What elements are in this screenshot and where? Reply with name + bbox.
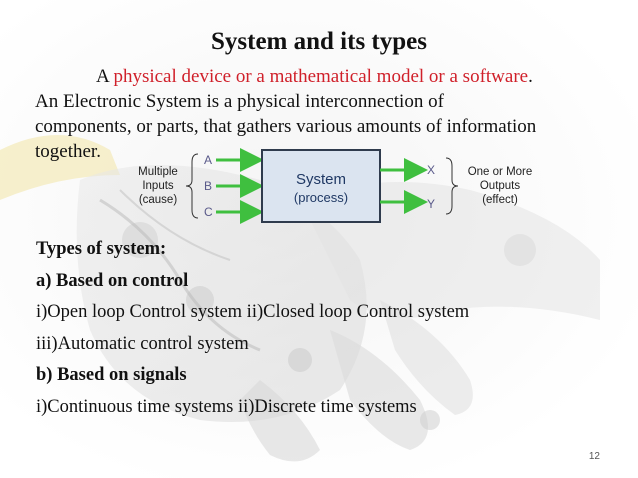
intro-paragraph: A physical device or a mathematical mode…	[35, 64, 615, 164]
types-heading: Types of system:	[36, 239, 167, 259]
signals-heading: b) Based on signals	[36, 365, 187, 385]
system-box-title: System	[296, 171, 346, 188]
inputs-label-line-2: Inputs	[142, 180, 174, 192]
inputs-label-line-3: (cause)	[139, 194, 178, 206]
control-heading: a) Based on control	[36, 270, 189, 291]
intro-highlight: physical device or a mathematical model …	[113, 66, 529, 87]
slide-title: System and its types	[211, 28, 427, 55]
control-line-2: iii)Automatic control system	[36, 333, 249, 354]
control-line-1: i)Open loop Control system ii)Closed loo…	[36, 302, 470, 322]
intro-line-2: An Electronic System is a physical inter…	[35, 91, 444, 112]
page-number: 12	[588, 451, 600, 462]
system-box-subtitle: (process)	[294, 190, 348, 205]
intro-line-4: together.	[35, 141, 101, 162]
outputs-label-line-2: Outputs	[480, 180, 521, 192]
intro-line-1: A physical device or a mathematical mode…	[35, 64, 615, 89]
inputs-label-line-1: Multiple	[138, 166, 178, 178]
system-box	[261, 149, 381, 223]
signals-line-1: i)Continuous time systems ii)Discrete ti…	[36, 396, 417, 417]
input-letter-b: B	[204, 179, 212, 193]
outputs-label-line-3: (effect)	[482, 194, 518, 206]
intro-line-3: components, or parts, that gathers vario…	[35, 116, 537, 137]
intro-prefix: A	[96, 66, 114, 87]
outputs-brace	[445, 157, 459, 215]
input-letter-c: C	[204, 205, 213, 219]
intro-suffix: .	[528, 66, 533, 87]
input-letter-a: A	[204, 153, 212, 167]
outputs-label-line-1: One or More	[468, 166, 533, 178]
inputs-brace	[185, 153, 199, 219]
system-block-diagram: Multiple Inputs (cause) A B C System (pr…	[138, 148, 533, 224]
output-letter-y: Y	[427, 197, 435, 211]
types-section: Types of system: a) Based on control i)O…	[36, 234, 626, 423]
output-letter-x: X	[427, 163, 435, 177]
